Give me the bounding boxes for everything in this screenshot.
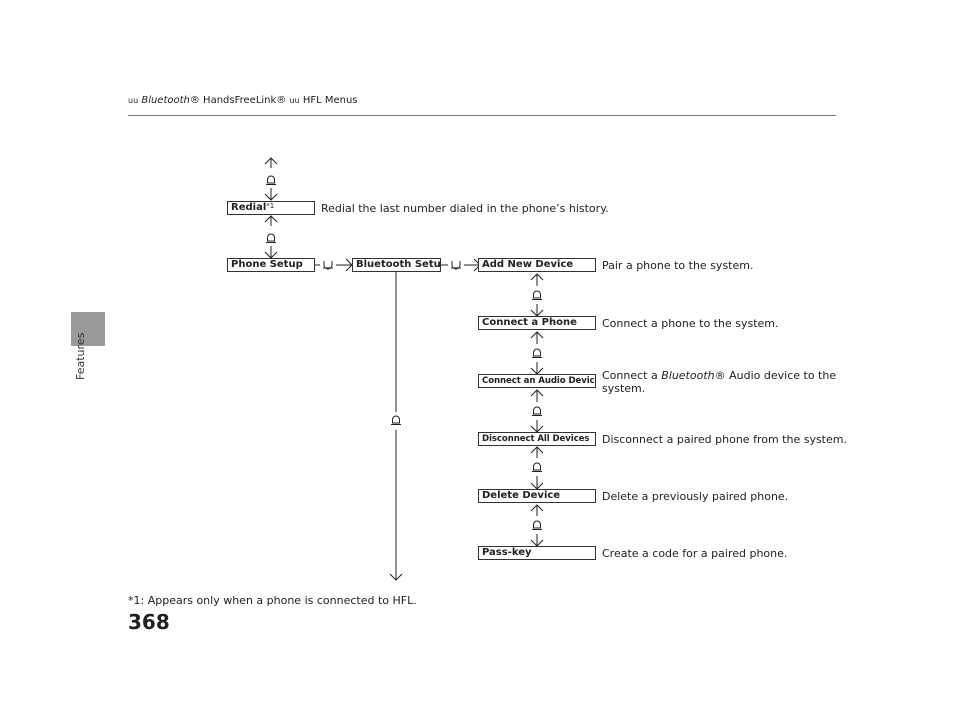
rotate-knob-icon — [531, 348, 543, 358]
rotate-knob-icon — [265, 175, 277, 185]
breadcrumb-bluetooth[interactable]: Bluetooth — [141, 95, 190, 106]
section-tab — [71, 312, 105, 346]
rotate-knob-icon — [531, 462, 543, 472]
connect-audio-description: Connect a Bluetooth® Audio device to the… — [602, 369, 836, 395]
footnote: *1: Appears only when a phone is connect… — [128, 594, 417, 607]
menu-item-connect-audio-device[interactable]: Connect an Audio Device — [478, 374, 596, 388]
menu-item-bluetooth-setup[interactable]: Bluetooth Setup — [352, 258, 441, 272]
header-rule — [128, 115, 836, 116]
press-knob-icon — [322, 260, 334, 270]
menu-item-disconnect-all[interactable]: Disconnect All Devices — [478, 432, 596, 446]
connect-phone-description: Connect a phone to the system. — [602, 317, 779, 330]
menu-item-phone-setup[interactable]: Phone Setup — [227, 258, 315, 272]
disconnect-all-description: Disconnect a paired phone from the syste… — [602, 433, 847, 446]
connect-audio-desc-pre: Connect a — [602, 369, 662, 382]
connect-audio-desc-line2: system. — [602, 382, 646, 395]
redial-footnote-mark: *1 — [266, 202, 275, 210]
redial-label: Redial — [231, 202, 267, 213]
breadcrumb-arrow-icon: uu — [128, 96, 139, 105]
breadcrumb: uu Bluetooth® HandsFreeLink® uu HFL Menu… — [128, 95, 358, 106]
menu-item-add-new-device[interactable]: Add New Device — [478, 258, 596, 272]
menu-item-redial[interactable]: Redial*1 — [227, 201, 315, 215]
breadcrumb-arrow-icon: uu — [289, 96, 300, 105]
add-new-device-description: Pair a phone to the system. — [602, 259, 754, 272]
redial-description: Redial the last number dialed in the pho… — [321, 202, 609, 215]
breadcrumb-hfl-menus[interactable]: HFL Menus — [302, 95, 358, 106]
page-number: 368 — [128, 610, 170, 634]
rotate-knob-icon — [265, 233, 277, 243]
pass-key-description: Create a code for a paired phone. — [602, 547, 788, 560]
rotate-knob-icon — [390, 415, 402, 425]
rotate-knob-icon — [531, 520, 543, 530]
menu-item-pass-key[interactable]: Pass-key — [478, 546, 596, 560]
menu-item-connect-phone[interactable]: Connect a Phone — [478, 316, 596, 330]
connect-audio-desc-post: ® Audio device to the — [714, 369, 837, 382]
rotate-knob-icon — [531, 290, 543, 300]
breadcrumb-hfl[interactable]: ® HandsFreeLink® — [189, 95, 287, 106]
press-knob-icon — [450, 260, 462, 270]
connect-audio-desc-bluetooth: Bluetooth — [661, 369, 715, 382]
delete-device-description: Delete a previously paired phone. — [602, 490, 789, 503]
rotate-knob-icon — [531, 406, 543, 416]
menu-item-delete-device[interactable]: Delete Device — [478, 489, 596, 503]
